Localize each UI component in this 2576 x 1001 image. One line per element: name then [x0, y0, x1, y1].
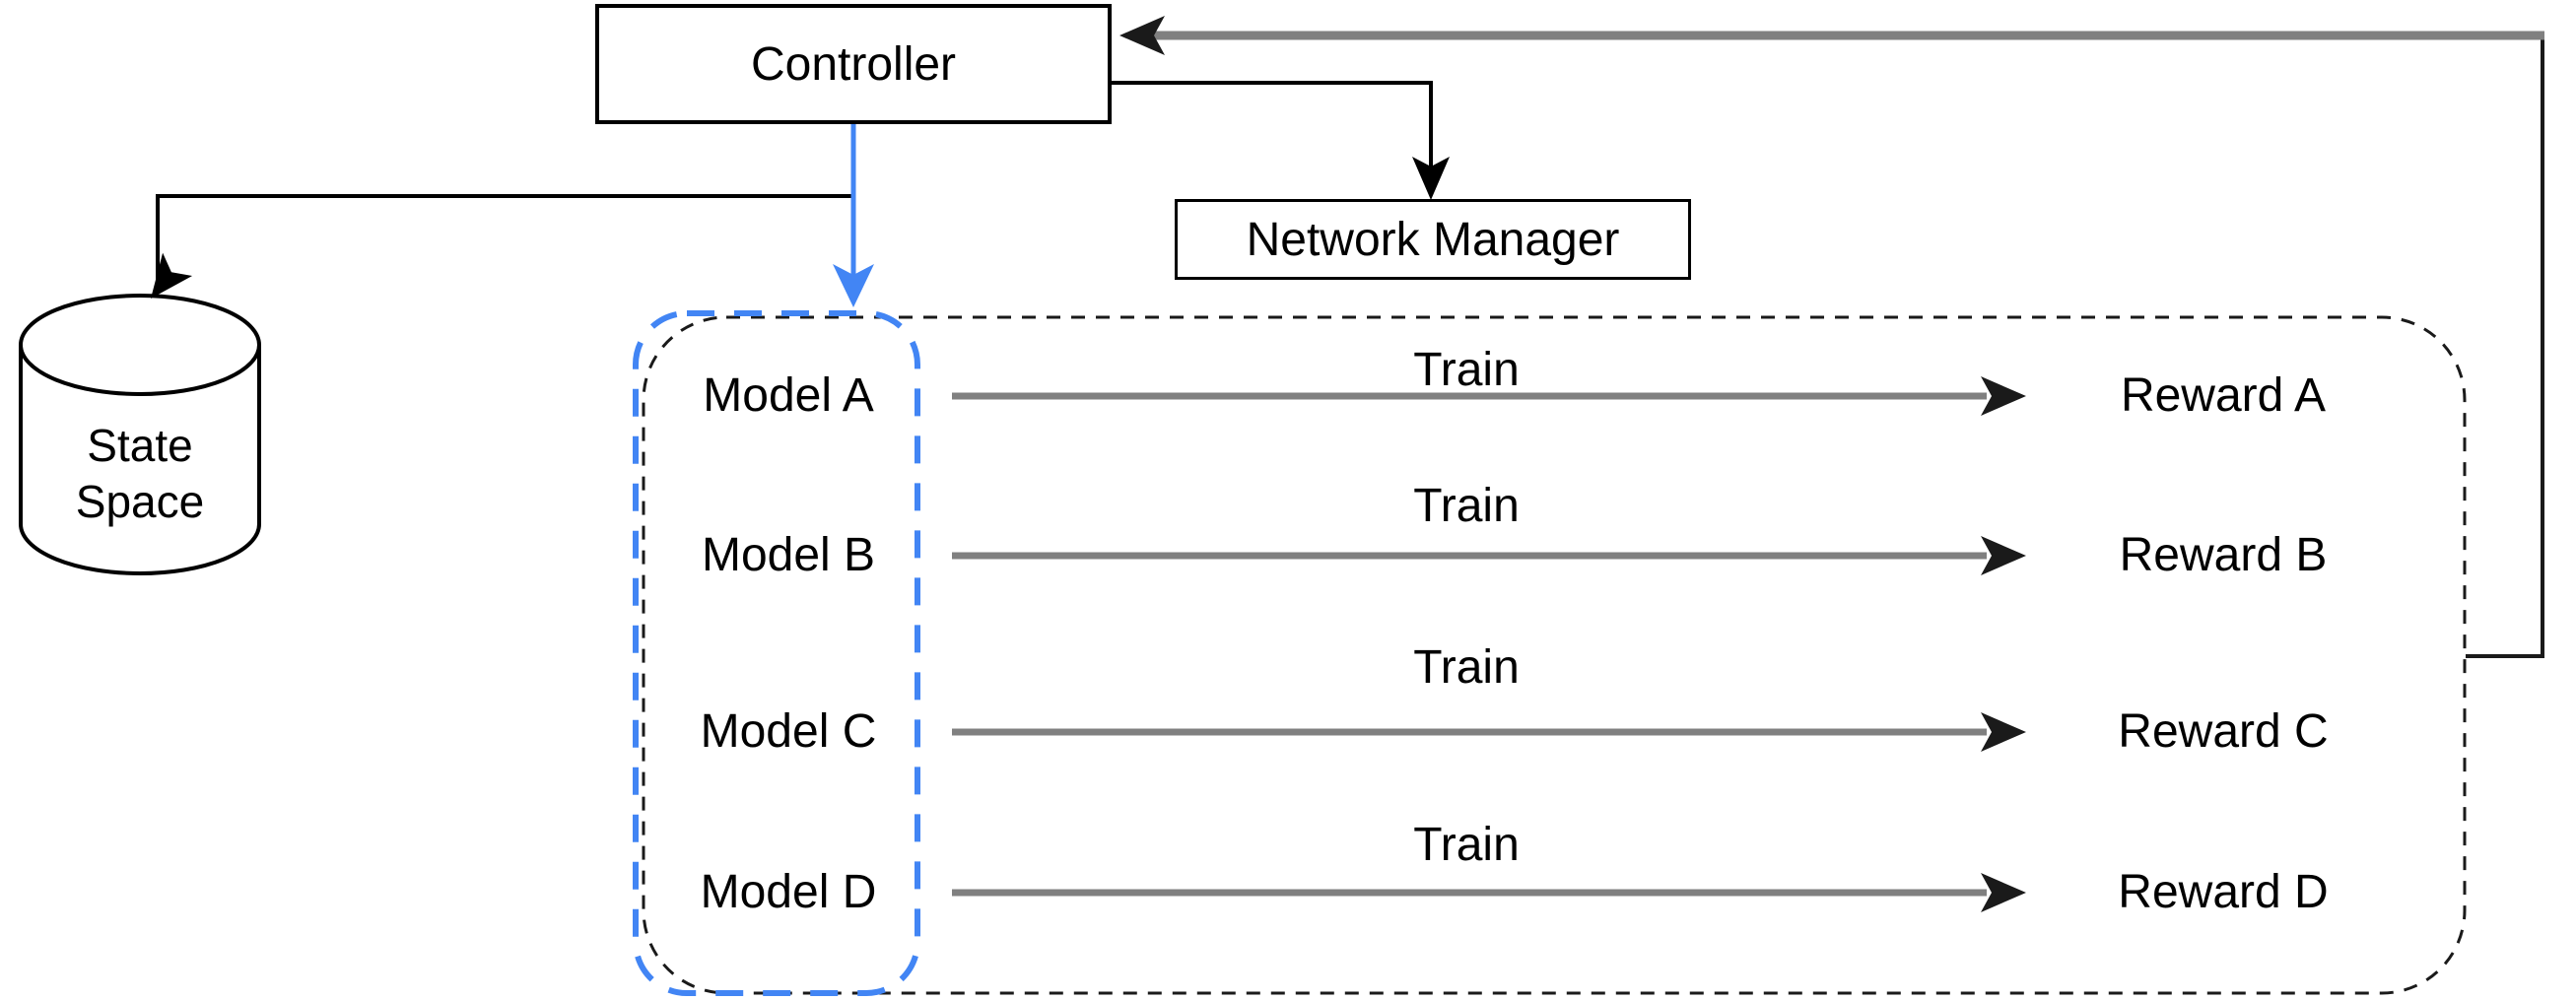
train-arrow-a [952, 376, 2026, 416]
reward-label-b: Reward B [2119, 529, 2328, 581]
reward-label-a: Reward A [2120, 369, 2327, 422]
cylinder-top-rim [19, 294, 261, 396]
arrowhead-right-icon [1981, 712, 2026, 752]
state-space-cylinder [19, 294, 261, 575]
controller-to-models-connector [833, 124, 874, 307]
model-label-a: Model A [703, 369, 874, 422]
train-arrow-d [952, 873, 2026, 912]
controller-to-state-connector [151, 125, 855, 299]
arrowhead-right-icon [1981, 873, 2026, 912]
reward-feedback-connector [1119, 16, 2544, 658]
controller-box: Controller [595, 4, 1112, 124]
controller-to-network-manager-connector [1112, 81, 1450, 200]
reward-label-c: Reward C [2118, 705, 2329, 758]
model-label-b: Model B [701, 529, 876, 581]
reward-label-d: Reward D [2118, 866, 2329, 918]
arrowhead-right-icon [1981, 376, 2026, 416]
models-group-dashed-box [633, 310, 920, 996]
arrowhead-down-left-icon [151, 252, 193, 299]
training-group-dotted-box [642, 315, 2467, 995]
train-label-c: Train [1413, 641, 1520, 694]
train-arrow-c [952, 712, 2026, 752]
train-label-a: Train [1413, 344, 1520, 396]
model-label-d: Model D [700, 866, 877, 918]
blue-arrowhead-down-icon [833, 264, 874, 307]
train-arrow-b [952, 536, 2026, 575]
train-label-b: Train [1413, 480, 1520, 532]
arrowhead-down-icon [1412, 157, 1450, 200]
model-label-c: Model C [700, 705, 877, 758]
state-space-label: State Space [75, 420, 205, 527]
network-manager-box: Network Manager [1175, 199, 1691, 280]
arrowhead-left-icon [1119, 16, 1165, 55]
cylinder-body [19, 345, 261, 575]
controller-label: Controller [750, 37, 957, 91]
network-manager-label: Network Manager [1246, 213, 1620, 266]
train-label-d: Train [1413, 819, 1520, 871]
arrowhead-right-icon [1981, 536, 2026, 575]
